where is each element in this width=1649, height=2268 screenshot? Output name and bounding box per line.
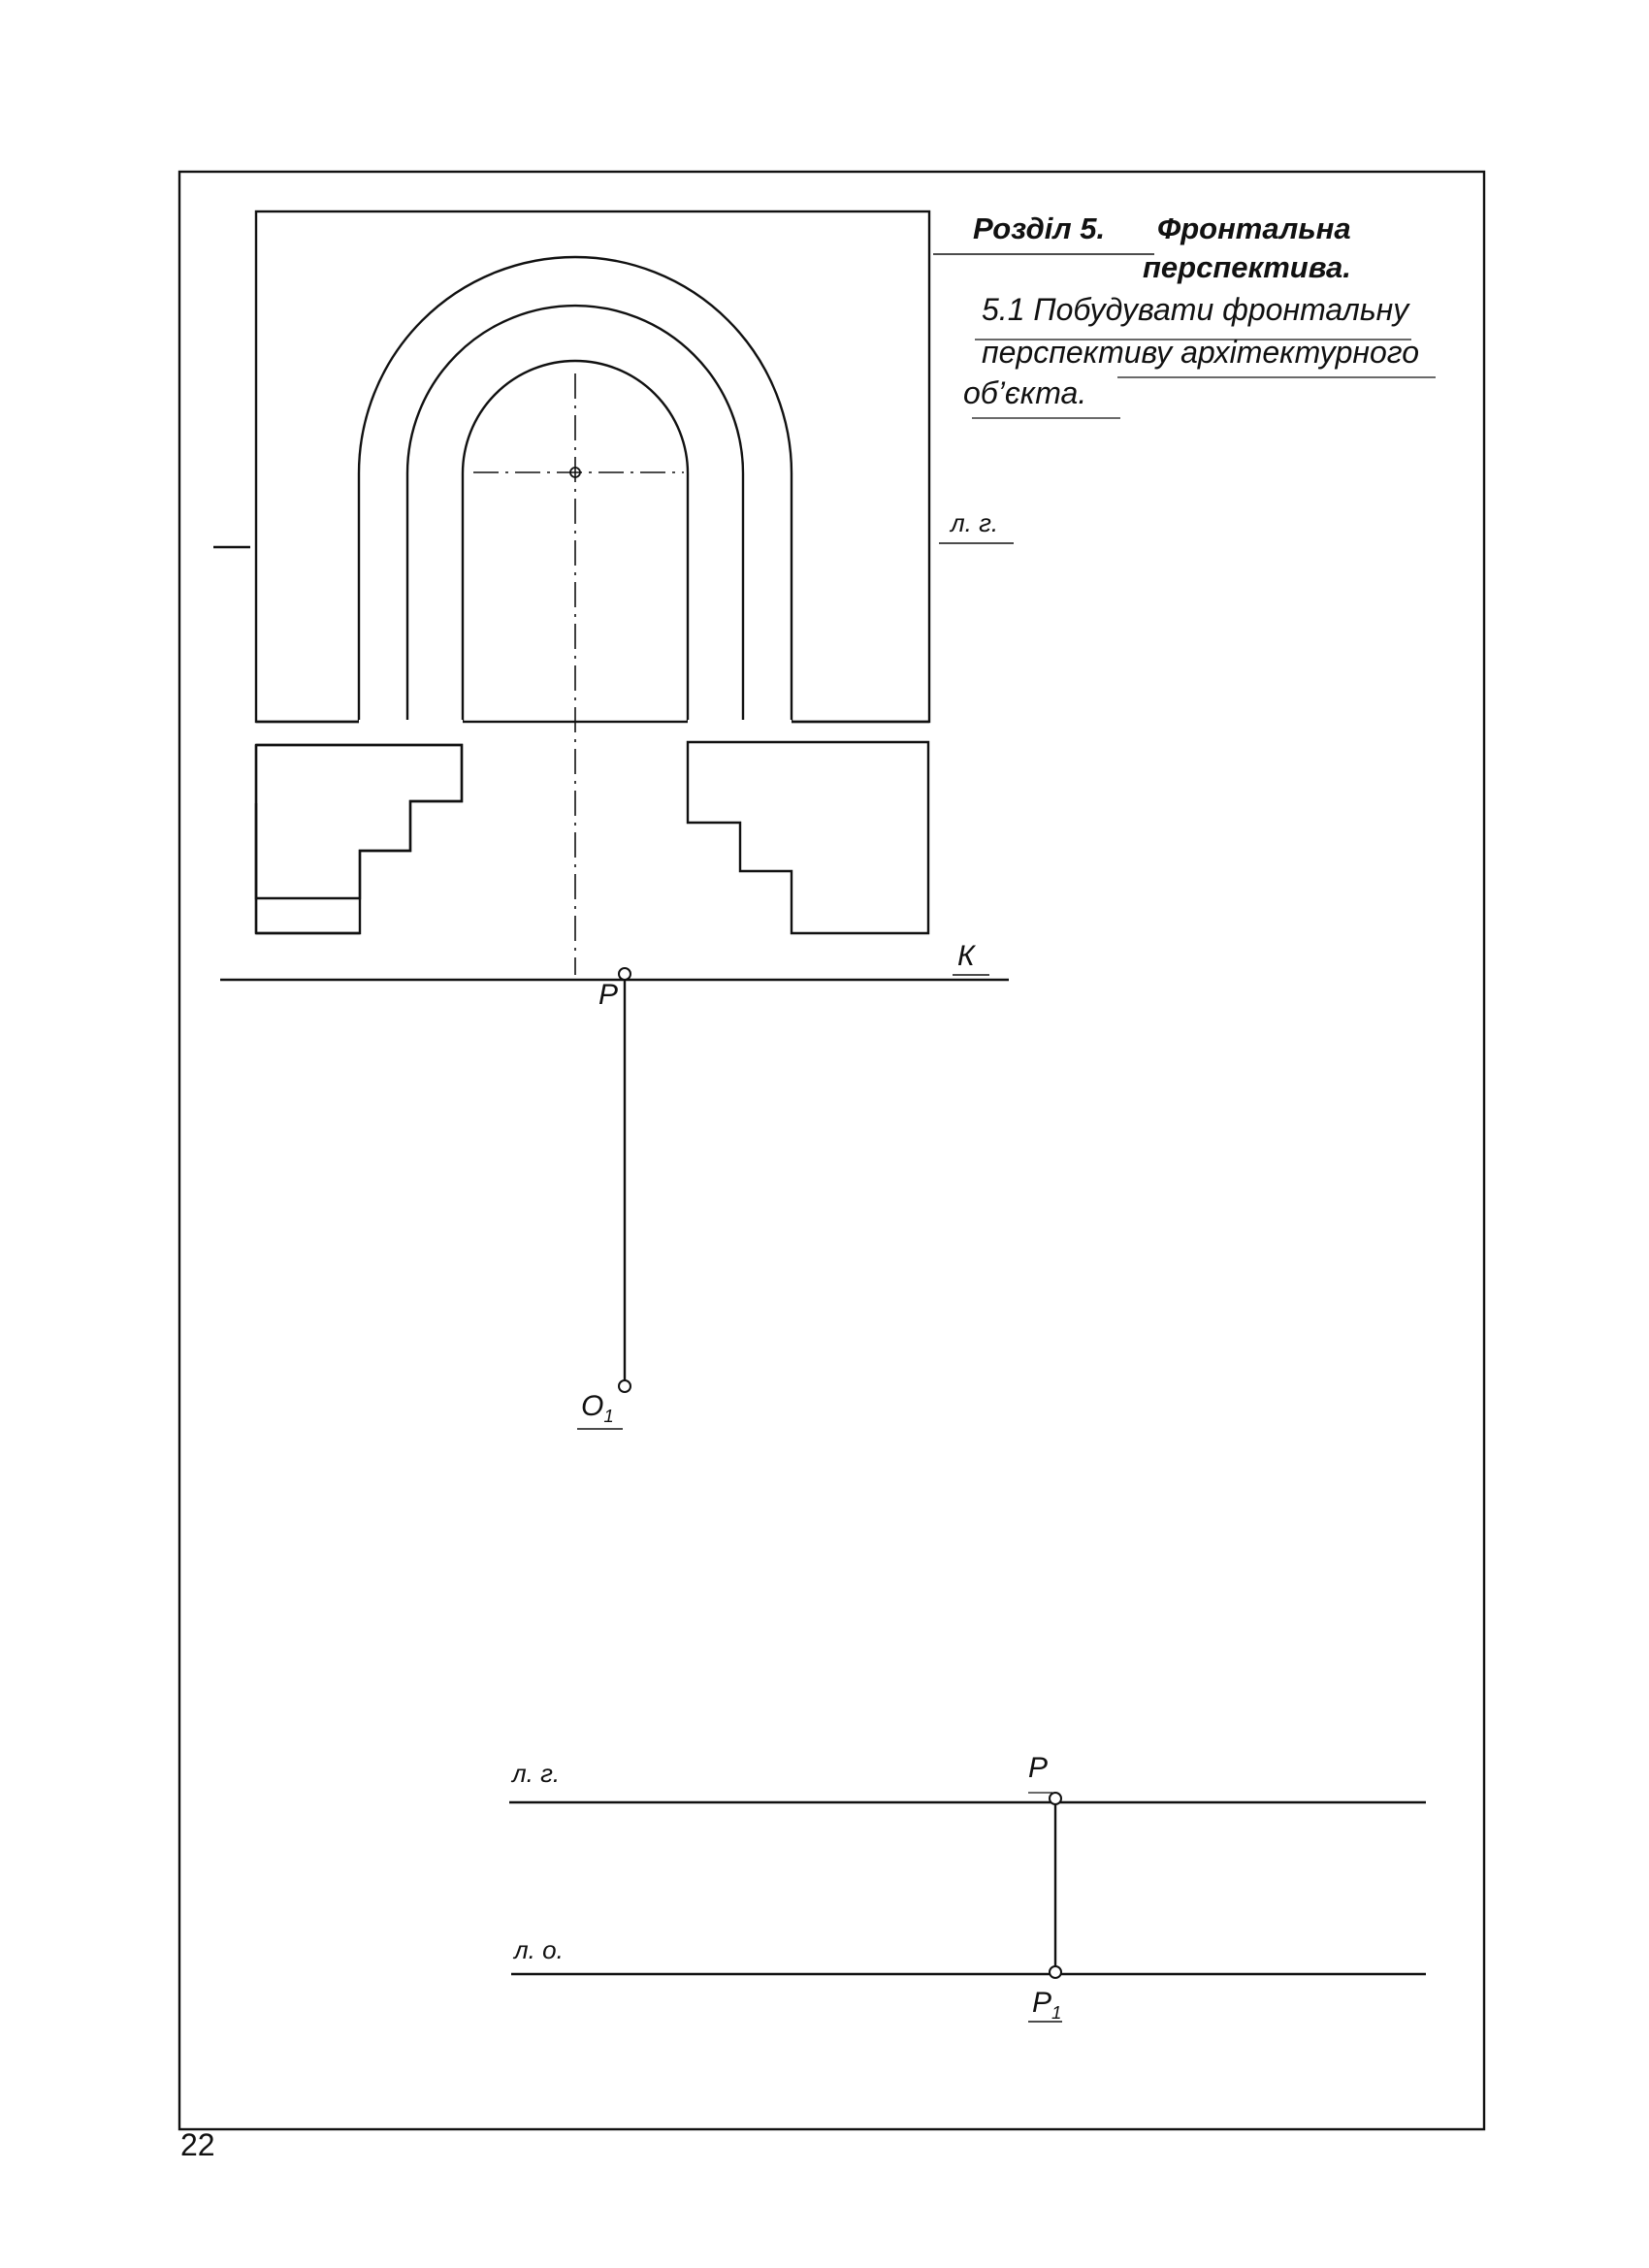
p1-main: P: [1032, 1987, 1052, 2019]
p-label: P: [598, 979, 619, 1011]
task-text-line1: 5.1 Побудувати фронтальну: [982, 292, 1409, 327]
p-label-bottom: P: [1028, 1752, 1049, 1784]
task-text-line2: перспективу архітектурного: [982, 335, 1419, 370]
right-stairs: [686, 740, 930, 935]
p1-subscript: 1: [1051, 2002, 1062, 2023]
p1-label: P1: [1032, 1987, 1061, 2024]
k-label: К: [957, 940, 975, 972]
point-p-bottom: [1049, 1792, 1062, 1805]
horizon-label-bottom: л. г.: [512, 1759, 561, 1788]
page-number: 22: [180, 2127, 215, 2162]
arch-center-point: [569, 467, 581, 478]
task-text-line3: об’єкта.: [963, 375, 1087, 410]
point-p1: [1049, 1965, 1062, 1979]
page-frame: [178, 170, 1486, 2131]
section-title-line1: Фронтальна: [1157, 211, 1351, 245]
o1-label: O1: [581, 1390, 614, 1427]
o1-main: O: [581, 1390, 604, 1422]
inner-arch: [461, 359, 690, 723]
middle-arch: [405, 304, 745, 723]
facade-outline: [254, 210, 931, 724]
base-line-label: л. о.: [514, 1935, 564, 1964]
section-title-line2: перспектива.: [1143, 250, 1351, 284]
outer-arch: [357, 255, 793, 723]
o1-subscript: 1: [603, 1406, 614, 1426]
horizon-label-top: л. г.: [951, 508, 999, 537]
point-p: [618, 967, 631, 981]
section-number: Розділ 5.: [973, 211, 1106, 245]
point-o1: [618, 1379, 631, 1393]
